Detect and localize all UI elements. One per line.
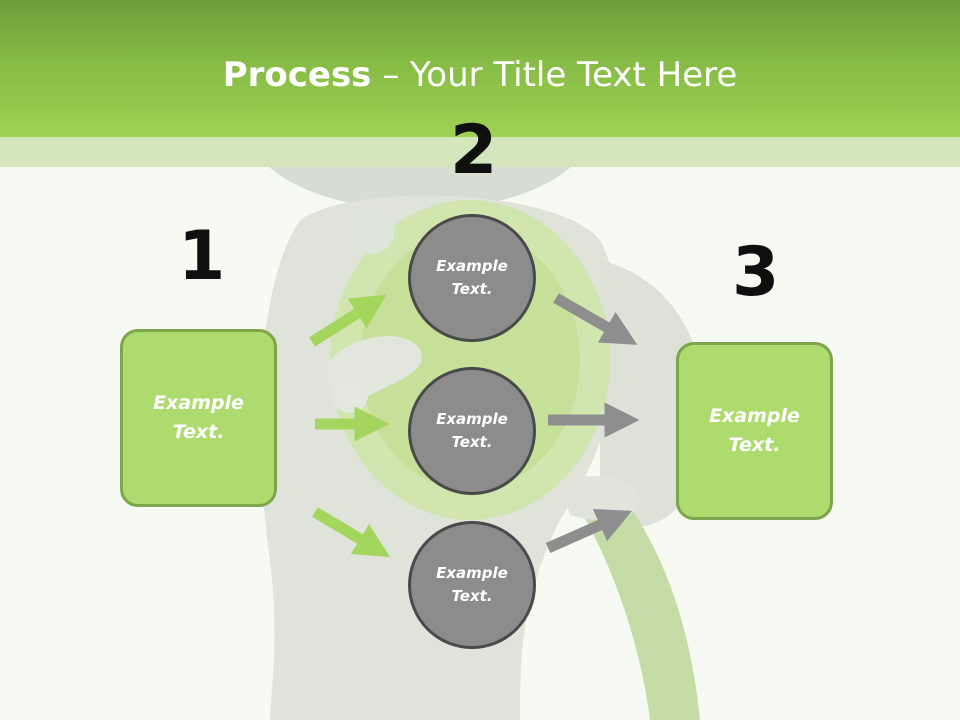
circle-top-line1: Example [436,257,508,275]
header-band [0,137,960,167]
step-number-2: 2 [450,111,498,190]
gray-arrow-up [545,509,633,554]
step-2-circle-bottom[interactable]: Example Text. [408,521,536,649]
circle-middle-line1: Example [436,410,508,428]
circle-middle-text: Example Text. [436,408,508,454]
green-arrow-up [309,294,387,347]
circle-middle-line2: Text. [451,433,493,451]
title-rest: – Your Title Text Here [371,55,738,95]
gray-arrow-down [553,293,638,345]
step-2-circle-middle[interactable]: Example Text. [408,367,536,495]
circle-bottom-text: Example Text. [436,562,508,608]
circle-top-line2: Text. [451,280,493,298]
step-1-line1: Example [153,392,244,414]
circle-bottom-line1: Example [436,564,508,582]
step-3-box-text: Example Text. [709,402,800,460]
circle-bottom-line2: Text. [451,587,493,605]
step-3-line1: Example [709,405,800,427]
step-number-3: 3 [732,233,780,312]
slide-title: Process – Your Title Text Here [0,54,960,96]
step-number-1: 1 [178,217,226,296]
step-3-line2: Text. [728,434,781,456]
title-bold: Process [222,55,372,95]
header-bar [0,0,960,137]
step-1-box[interactable]: Example Text. [120,329,277,507]
step-1-line2: Text. [172,421,225,443]
green-arrow-down [312,507,391,558]
step-1-box-text: Example Text. [153,389,244,447]
circle-top-text: Example Text. [436,255,508,301]
step-3-box[interactable]: Example Text. [676,342,833,520]
step-2-circle-top[interactable]: Example Text. [408,214,536,342]
